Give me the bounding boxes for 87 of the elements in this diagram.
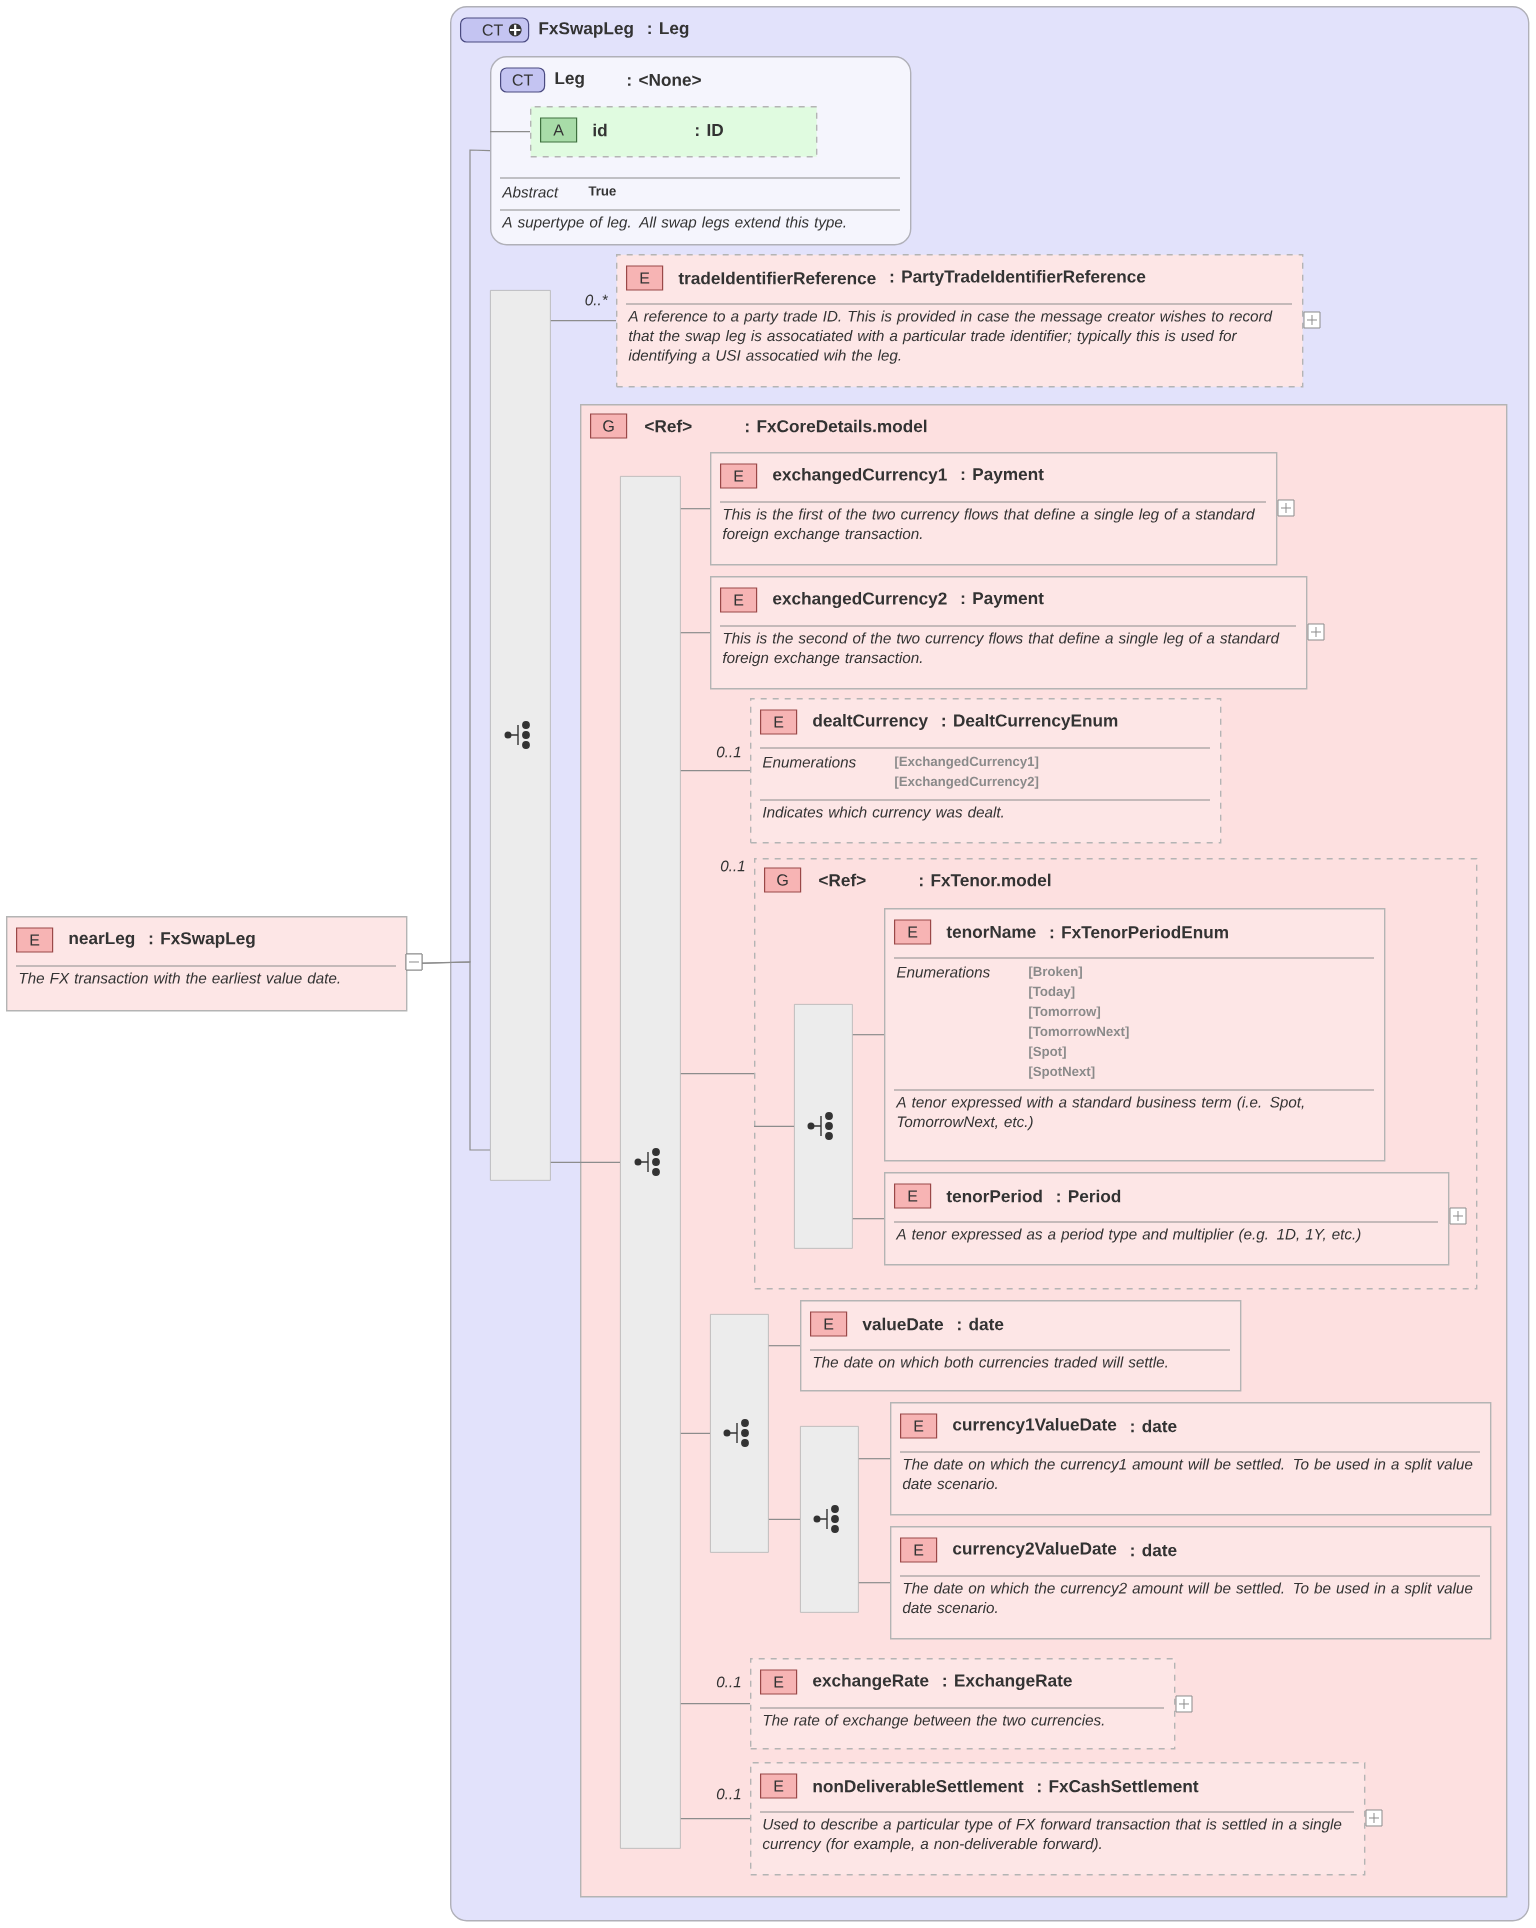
- connector-line: [680, 1073, 755, 1075]
- element-name: FxSwapLeg: [539, 22, 633, 38]
- element-name: tenorPeriod: [946, 1189, 1042, 1203]
- connector-line: [768, 1518, 801, 1520]
- type-name: : date: [1131, 1419, 1177, 1433]
- element-name: nearLeg: [69, 932, 135, 948]
- element-badge: E: [720, 587, 758, 613]
- element-badge: E: [900, 1537, 938, 1563]
- element-badge: E: [760, 709, 798, 735]
- element-name: id: [593, 123, 607, 137]
- element-badge: E: [810, 1311, 848, 1337]
- type-name: : PartyTradeIdentifierReference: [890, 270, 1146, 286]
- compositor-bar: [620, 476, 681, 1849]
- type-name: : ID: [696, 124, 723, 136]
- compositor-bar: [800, 1426, 859, 1613]
- type-name: : FxTenor.model: [920, 873, 1051, 887]
- element-name: tenorName: [946, 926, 1036, 938]
- element-box: [750, 1762, 1366, 1876]
- element-badge: E: [894, 919, 932, 945]
- connector-line: [680, 1703, 751, 1705]
- element-box: [884, 1172, 1450, 1266]
- element-box: [750, 1658, 1176, 1750]
- compositor-bar: [710, 1314, 769, 1553]
- type-name: : date: [958, 1317, 1004, 1331]
- connector-line: [858, 1582, 891, 1584]
- element-box: [6, 916, 408, 1012]
- type-name: : ExchangeRate: [943, 1673, 1072, 1691]
- element-box: [890, 1526, 1492, 1640]
- element-badge: E: [760, 1773, 798, 1799]
- connector-line: [680, 1432, 711, 1434]
- type-name: : FxSwapLeg: [149, 932, 255, 948]
- element-box: [884, 908, 1386, 1162]
- type-badge: CT: [460, 17, 530, 43]
- element-box: [750, 698, 1222, 844]
- element-name: exchangedCurrency2: [773, 591, 947, 609]
- compositor-bar: [794, 1004, 853, 1249]
- element-box: [890, 1402, 1492, 1516]
- connector-line: [852, 1034, 885, 1036]
- connector-line: [768, 1345, 801, 1347]
- compositor-bar: [490, 290, 551, 1181]
- element-name: dealtCurrency: [813, 714, 928, 730]
- group-badge: G: [764, 867, 802, 893]
- connector-line: [680, 1818, 751, 1820]
- element-badge: E: [760, 1669, 798, 1695]
- connector-line: [680, 508, 711, 510]
- element-name: currency2ValueDate: [953, 1542, 1117, 1558]
- element-box: [710, 452, 1278, 566]
- type-name: : FxCashSettlement: [1038, 1779, 1199, 1793]
- element-badge: E: [626, 265, 664, 291]
- element-name: exchangedCurrency1: [773, 467, 947, 485]
- element-name: Leg: [555, 72, 584, 88]
- group-badge: G: [590, 413, 628, 439]
- element-name: currency1ValueDate: [953, 1418, 1117, 1434]
- element-badge: E: [16, 927, 54, 953]
- attribute-badge: A: [540, 117, 578, 143]
- connector-line: [489, 131, 531, 133]
- connector-line: [405, 953, 491, 1151]
- element-box: [710, 576, 1308, 690]
- connector-line: [858, 1458, 891, 1460]
- element-name: tradeIdentifierReference: [678, 271, 876, 285]
- element-badge: E: [900, 1413, 938, 1439]
- connector-line: [753, 1125, 795, 1127]
- element-box: [616, 254, 1304, 388]
- element-box: [800, 1300, 1242, 1392]
- type-name: : <None>: [628, 74, 701, 86]
- element-badge: E: [894, 1183, 932, 1209]
- type-name: : date: [1131, 1543, 1177, 1557]
- attribute-box: [530, 106, 818, 158]
- type-badge: CT: [500, 67, 546, 93]
- group-reference: <Ref>: [819, 873, 866, 887]
- type-name: : Payment: [961, 468, 1044, 484]
- type-name: : FxCoreDetails.model: [746, 419, 927, 433]
- type-name: : Payment: [961, 592, 1044, 608]
- element-badge: E: [720, 463, 758, 489]
- connector-line: [550, 320, 617, 322]
- connector-line: [550, 1161, 621, 1163]
- type-name: : Leg: [648, 22, 689, 38]
- type-name: : FxTenorPeriodEnum: [1050, 925, 1228, 939]
- type-name: : DealtCurrencyEnum: [942, 714, 1118, 730]
- connector-line: [852, 1218, 885, 1220]
- type-name: : Period: [1057, 1189, 1121, 1203]
- element-name: valueDate: [862, 1317, 944, 1331]
- connector-line: [680, 632, 711, 634]
- element-name: nonDeliverableSettlement: [813, 1779, 1024, 1793]
- group-reference: <Ref>: [645, 419, 692, 433]
- element-name: exchangeRate: [813, 1673, 929, 1691]
- connector-line: [680, 770, 751, 772]
